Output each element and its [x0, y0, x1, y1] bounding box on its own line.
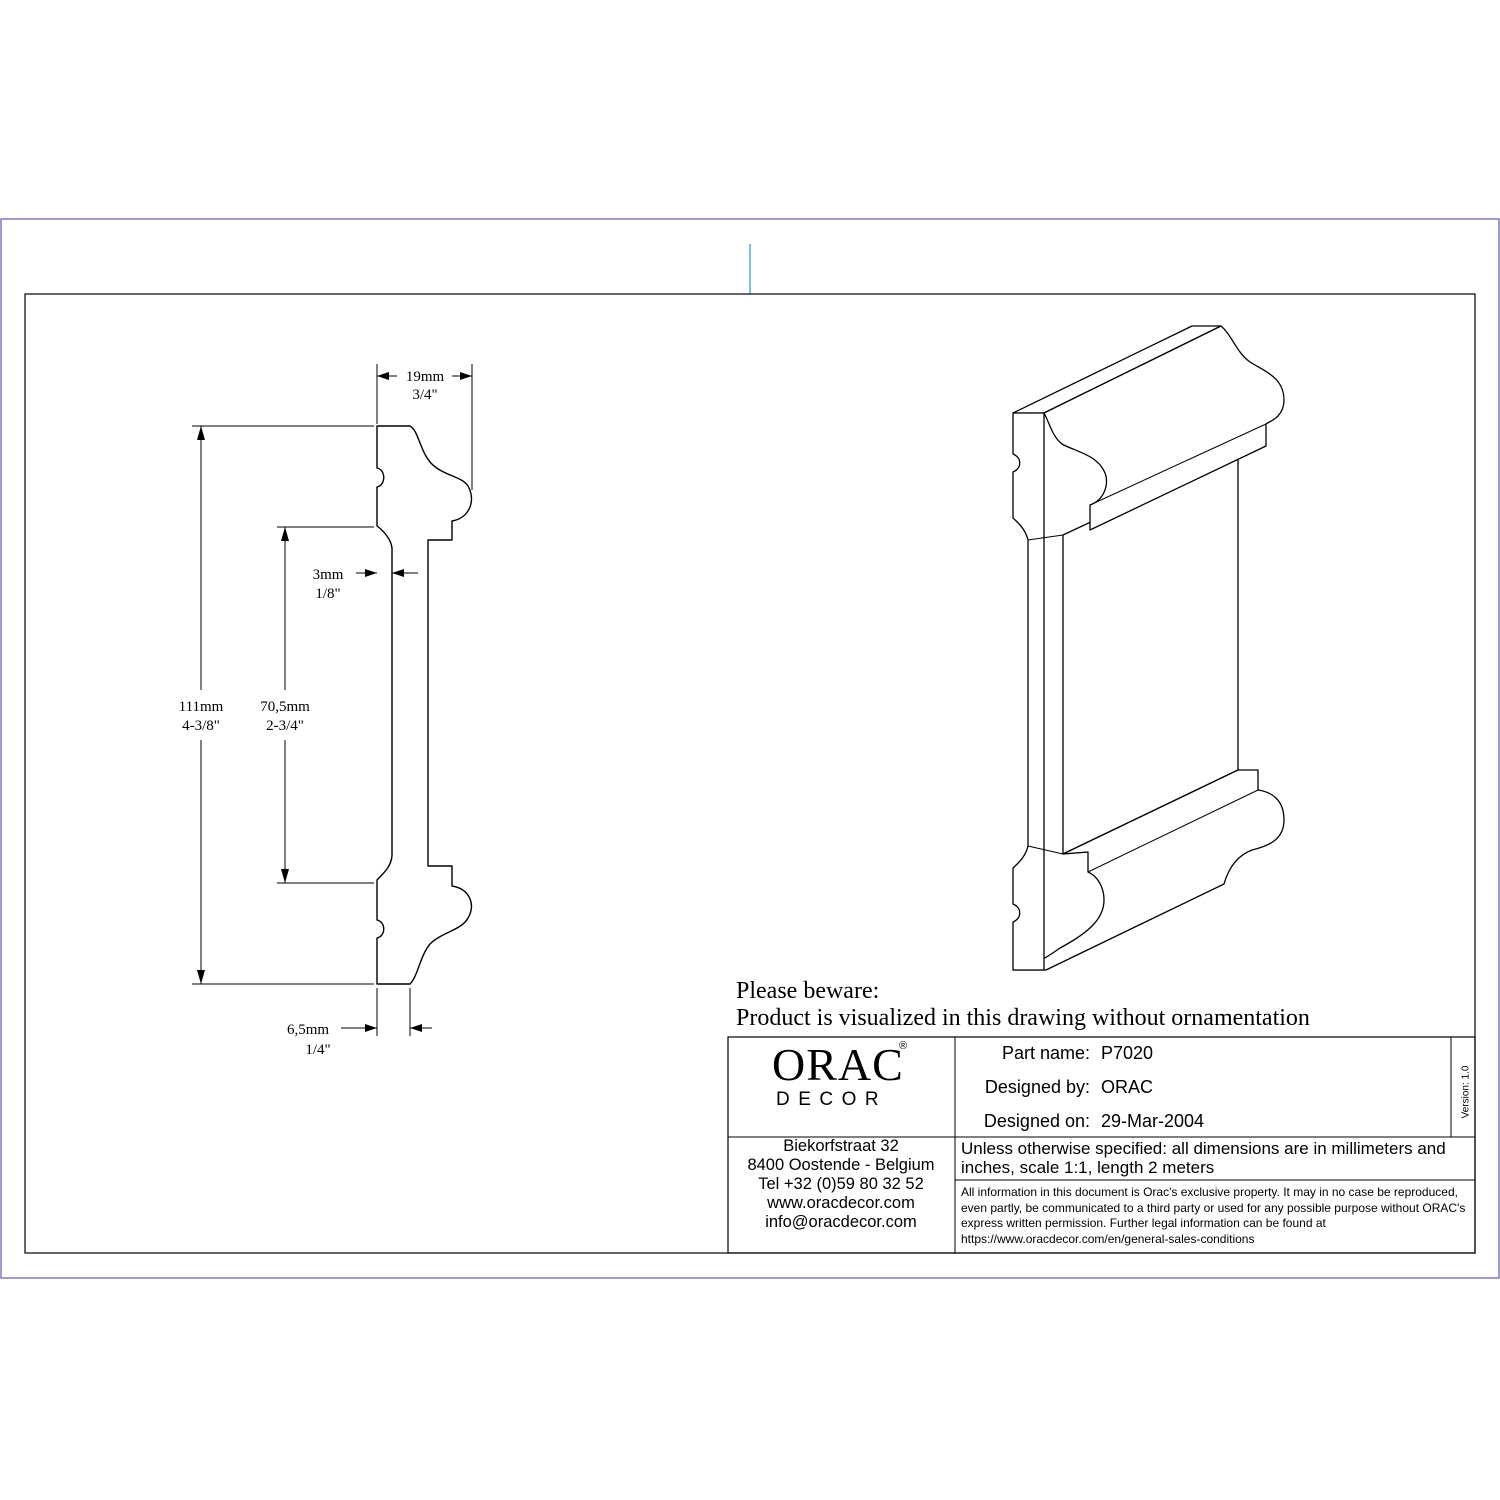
address-city: 8400 Oostende - Belgium	[747, 1156, 935, 1174]
registered-mark: ®	[899, 1040, 908, 1052]
version-label: Version: 1.0	[1460, 1065, 1472, 1119]
part-name-value: P7020	[1101, 1043, 1154, 1063]
dim-inner-mm: 70,5mm	[260, 699, 310, 715]
legal-note: All information in this document is Orac…	[961, 1185, 1466, 1246]
orac-logo: ORAC	[772, 1039, 904, 1090]
designed-by-value: ORAC	[1101, 1077, 1154, 1097]
notice-line-1: Please beware:	[736, 978, 880, 1004]
dimension-height-111mm	[192, 425, 374, 985]
dim-width-inch: 3/4"	[412, 387, 437, 403]
profile-cross-section	[376, 425, 473, 985]
dim-web-mm: 3mm	[313, 567, 344, 583]
dimension-width-19mm	[376, 364, 473, 490]
dim-base-mm: 6,5mm	[287, 1022, 329, 1038]
dim-web-inch: 1/8"	[315, 586, 340, 602]
units-note: Unless otherwise specified: all dimensio…	[961, 1139, 1446, 1177]
decor-logo-text: DECOR	[776, 1089, 888, 1110]
designed-on-value: 29-Mar-2004	[1101, 1111, 1205, 1131]
dim-width-mm: 19mm	[406, 369, 445, 385]
company-address: Biekorfstraat 32 8400 Oostende - Belgium…	[728, 1137, 954, 1232]
notice-line-2: Product is visualized in this drawing wi…	[736, 1005, 1310, 1031]
dim-height-mm: 111mm	[179, 699, 224, 715]
address-phone: Tel +32 (0)59 80 32 52	[758, 1175, 924, 1193]
dim-base-inch: 1/4"	[305, 1042, 330, 1058]
part-name-label: Part name:	[1001, 1043, 1090, 1063]
dim-height-inch: 4-3/8"	[182, 718, 220, 734]
designed-by-label: Designed by:	[984, 1077, 1090, 1097]
outer-sheet-border	[0, 218, 1500, 1279]
dimension-web-3mm	[356, 569, 418, 577]
isometric-view	[1012, 325, 1285, 971]
address-website: www.oracdecor.com	[767, 1194, 915, 1212]
dimension-inner-70mm	[277, 526, 374, 884]
designed-on-label: Designed on:	[983, 1111, 1090, 1131]
dimension-base-6mm	[341, 988, 432, 1036]
address-street: Biekorfstraat 32	[783, 1137, 899, 1155]
dim-inner-inch: 2-3/4"	[266, 718, 304, 734]
address-email: info@oracdecor.com	[765, 1213, 917, 1231]
notice-text: Please beware: Product is visualized in …	[736, 978, 1436, 1032]
title-block-frame	[727, 1036, 1476, 1254]
